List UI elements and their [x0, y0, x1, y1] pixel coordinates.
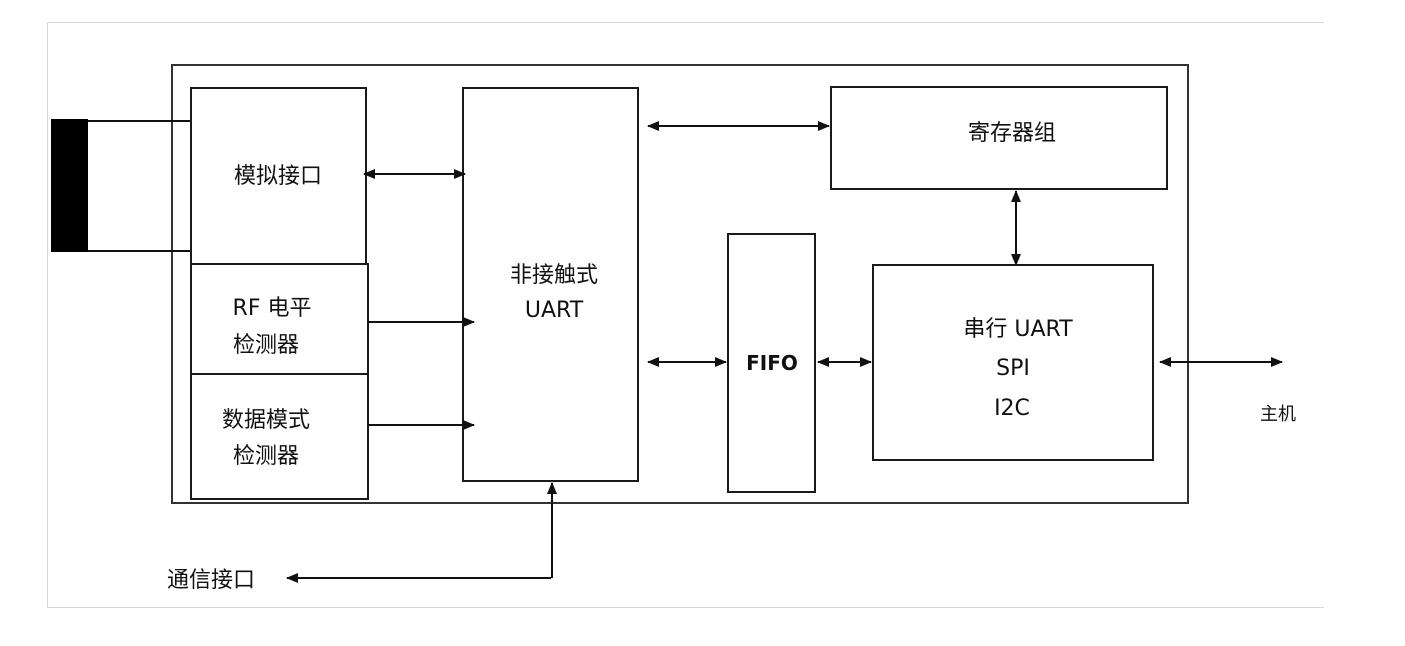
datamode-detector-label-line1: 数据模式: [222, 408, 310, 433]
fifo-label: FIFO: [746, 351, 798, 375]
data-mode-detector-block: [190, 373, 369, 500]
serial-label-line3: I2C: [994, 396, 1030, 421]
rf-level-detector-block: [190, 263, 369, 375]
uart-label-line2: UART: [525, 298, 584, 323]
register-bank-block: [830, 86, 1168, 190]
chip-boundary: [171, 64, 1189, 504]
host-label: 主机: [1260, 404, 1296, 425]
serial-label-line1: 串行 UART: [963, 317, 1073, 342]
fifo-block: [727, 233, 816, 493]
analog-interface-block: [190, 87, 367, 265]
datamode-detector-label-line2: 检测器: [233, 444, 299, 469]
rf-detector-label-line2: 检测器: [233, 333, 299, 358]
comm-interface-label: 通信接口: [167, 568, 255, 593]
serial-interface-block: [872, 264, 1154, 461]
serial-label-line2: SPI: [996, 356, 1030, 381]
contactless-uart-block: [462, 87, 639, 482]
uart-label-line1: 非接触式: [510, 263, 598, 288]
register-bank-label: 寄存器组: [968, 121, 1056, 146]
rf-detector-label-line1: RF 电平: [233, 296, 312, 321]
analog-interface-label: 模拟接口: [234, 164, 322, 189]
antenna-coil: [51, 119, 88, 252]
